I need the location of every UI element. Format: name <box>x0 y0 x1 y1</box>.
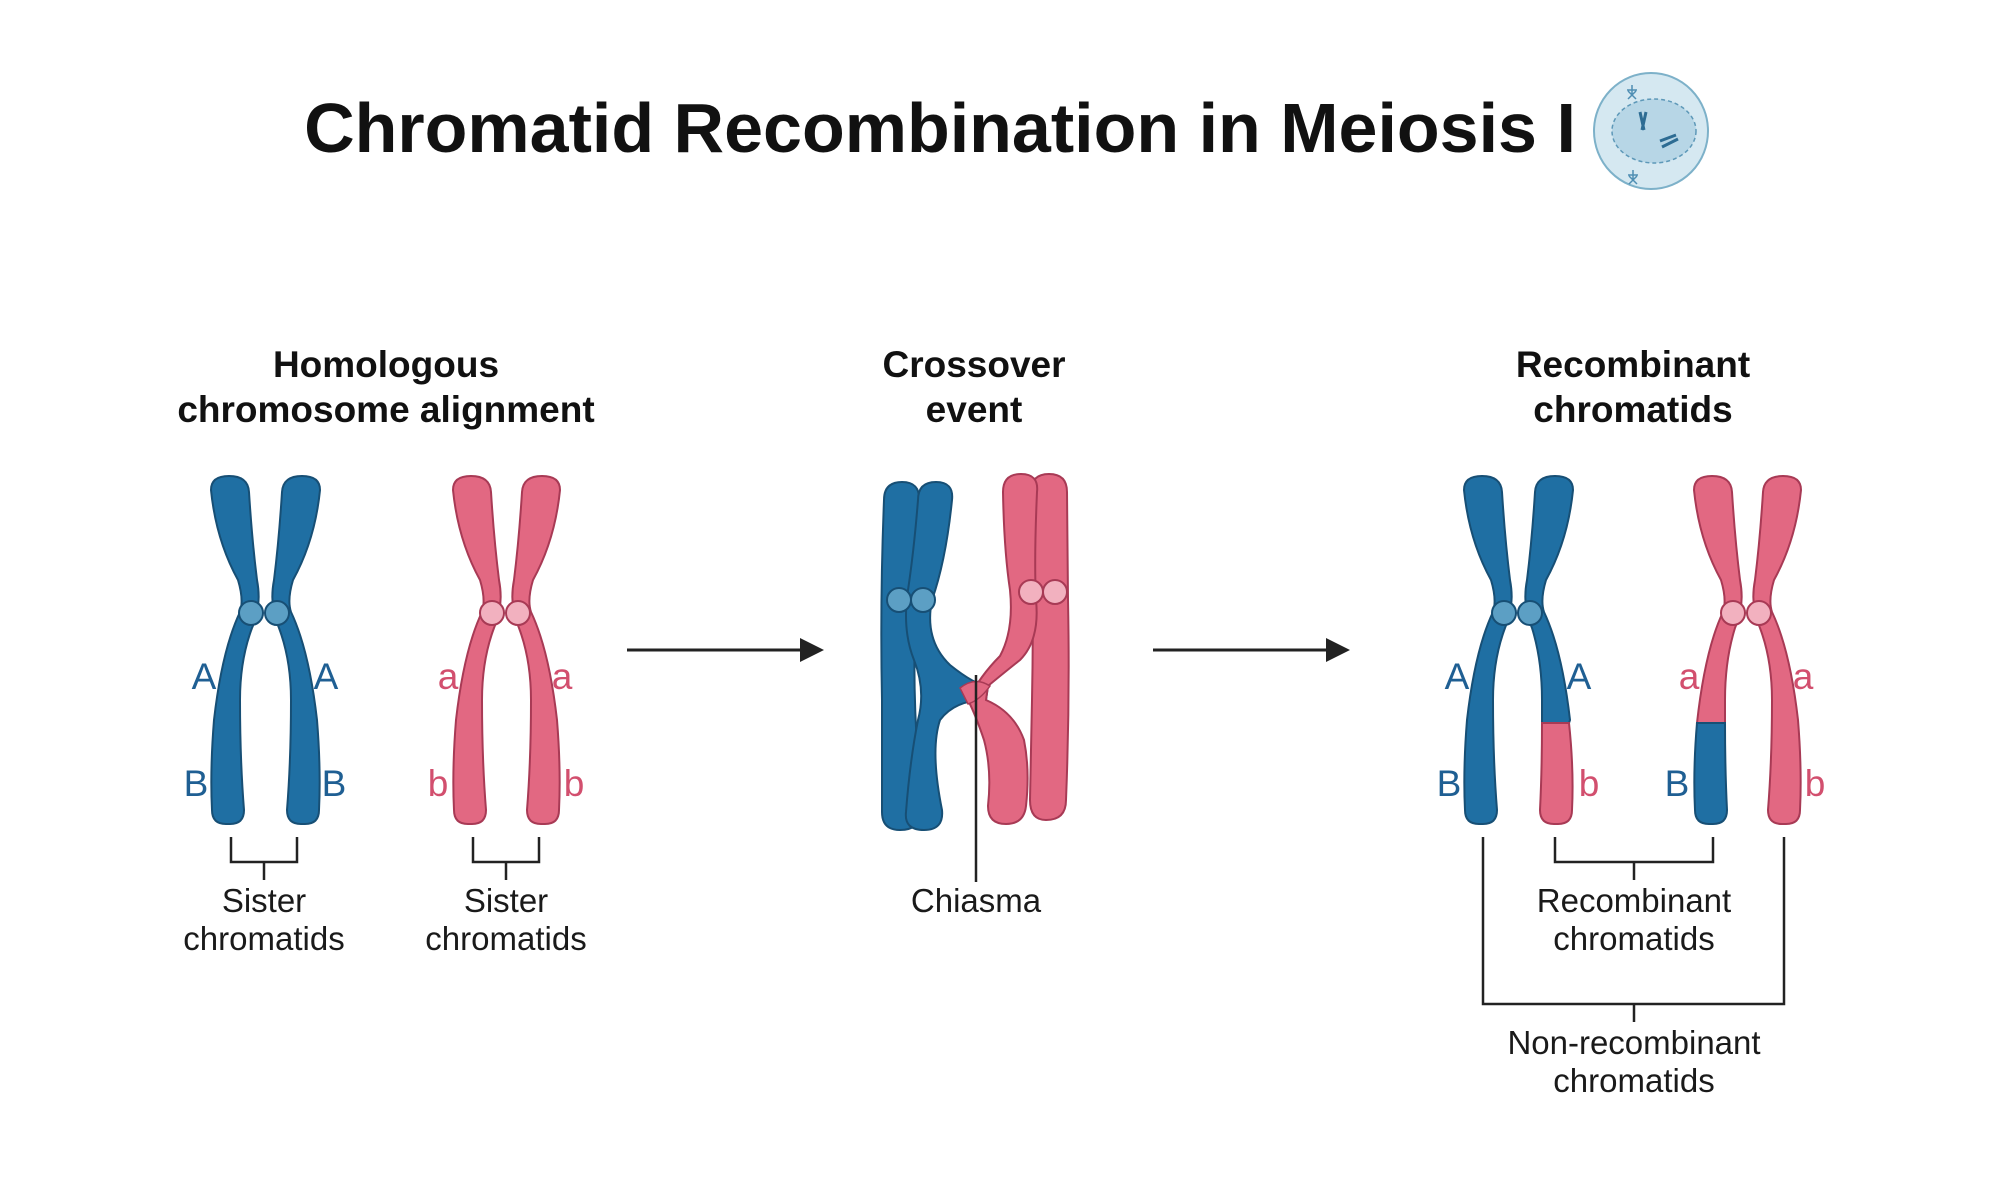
heading-line: Homologous <box>273 344 499 385</box>
heading-line: chromosome alignment <box>177 389 594 430</box>
pink-chromosome <box>451 474 562 825</box>
pink-segment-b <box>1538 722 1574 825</box>
allele-label: B <box>184 763 209 804</box>
recombinant-blue-chromosome <box>1462 474 1575 825</box>
centromere <box>264 600 290 626</box>
blue-chromatid-right <box>271 474 322 825</box>
sister-label: chromatids <box>183 920 344 957</box>
recombinant-label: Recombinant <box>1537 882 1731 919</box>
allele-label: b <box>1805 763 1826 804</box>
stage-1-heading: Homologous chromosome alignment <box>177 344 594 430</box>
pink-chromatid-right <box>1752 474 1803 825</box>
blue-segment-b <box>1693 722 1729 825</box>
heading-line: chromatids <box>1533 389 1732 430</box>
centromere <box>1491 600 1517 626</box>
pink-chromatid-right <box>511 474 562 825</box>
allele-label: b <box>1579 763 1600 804</box>
centromere <box>1042 579 1068 605</box>
allele-label: A <box>1445 656 1470 697</box>
blue-chromatid-left <box>1462 474 1513 825</box>
sister-label: Sister <box>464 882 548 919</box>
heading-line: Crossover <box>882 344 1065 385</box>
allele-label: b <box>428 763 449 804</box>
allele-label: b <box>564 763 585 804</box>
centromere <box>479 600 505 626</box>
blue-chromatid-left <box>209 474 260 825</box>
chiasma-label: Chiasma <box>911 882 1042 919</box>
pink-chromatid-crossing <box>966 472 1039 826</box>
allele-label: B <box>1437 763 1462 804</box>
allele-label: B <box>322 763 347 804</box>
sister-bracket <box>229 837 299 880</box>
non-recombinant-label: Non-recombinant <box>1507 1024 1760 1061</box>
blue-chromatid-right-upper <box>1524 474 1575 724</box>
allele-label: a <box>1793 656 1814 697</box>
pink-chromatid-left-upper <box>1692 474 1743 724</box>
sister-label: chromatids <box>425 920 586 957</box>
centromere <box>910 587 936 613</box>
sister-bracket <box>471 837 541 880</box>
blue-chromatid-crossing <box>904 480 990 832</box>
heading-line: event <box>926 389 1023 430</box>
blue-chromosome <box>209 474 322 825</box>
recombinant-pink-chromosome <box>1692 474 1803 825</box>
non-recombinant-bracket <box>1481 837 1786 1022</box>
centromere <box>1018 579 1044 605</box>
allele-label: a <box>1679 656 1700 697</box>
centromere <box>505 600 531 626</box>
page-title: Chromatid Recombination in Meiosis I <box>304 89 1576 167</box>
stage-3-heading: Recombinant chromatids <box>1516 344 1750 430</box>
non-recombinant-label: chromatids <box>1553 1062 1714 1099</box>
pink-chromatid-left <box>451 474 502 825</box>
centromere <box>1517 600 1543 626</box>
allele-label: A <box>1567 656 1592 697</box>
allele-label: B <box>1665 763 1690 804</box>
cell-icon <box>1593 72 1709 190</box>
centromere <box>886 587 912 613</box>
arrow-right-icon <box>1153 638 1350 662</box>
allele-label: A <box>314 656 339 697</box>
allele-label: a <box>438 656 459 697</box>
centromere <box>1720 600 1746 626</box>
stage-2-heading: Crossover event <box>882 344 1065 430</box>
allele-label: A <box>192 656 217 697</box>
centromere <box>238 600 264 626</box>
crossover-chromosomes <box>880 472 1070 832</box>
sister-label: Sister <box>222 882 306 919</box>
heading-line: Recombinant <box>1516 344 1750 385</box>
recombinant-bracket <box>1553 837 1715 880</box>
arrow-right-icon <box>627 638 824 662</box>
pink-chromatid <box>1028 472 1070 822</box>
recombinant-label: chromatids <box>1553 920 1714 957</box>
centromere <box>1746 600 1772 626</box>
allele-label: a <box>552 656 573 697</box>
